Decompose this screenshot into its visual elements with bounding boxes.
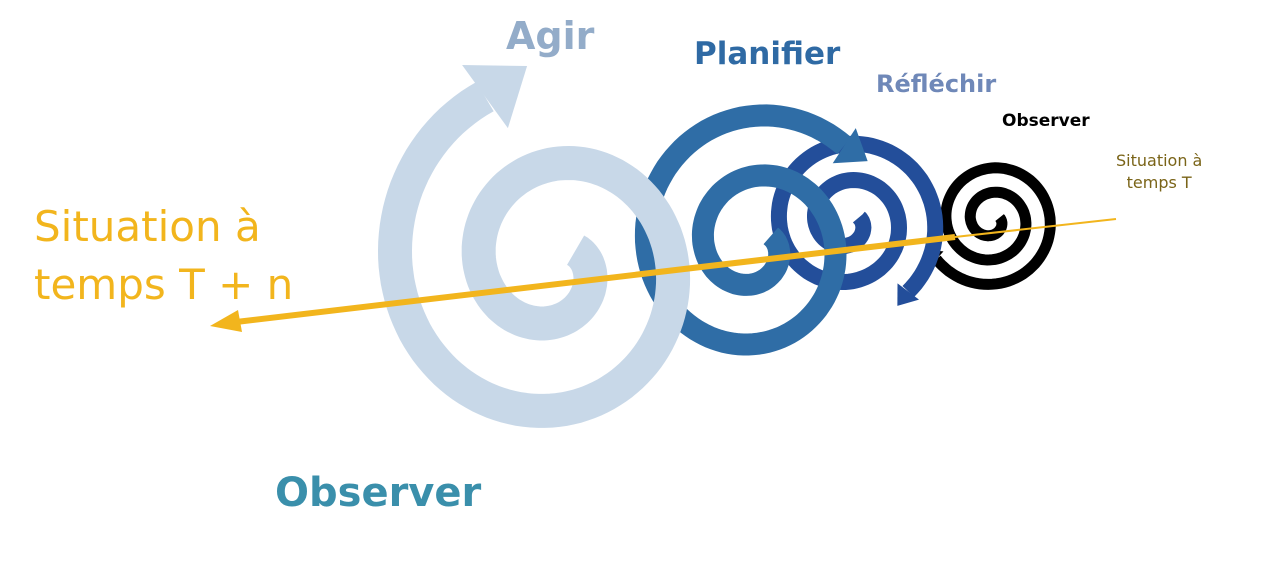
time-axis-arrowhead (210, 310, 242, 332)
label-observer-small: Observer (1002, 111, 1090, 131)
time-axis-thin (954, 218, 1117, 238)
label-planifier: Planifier (694, 36, 841, 72)
time-axis-thick (235, 234, 956, 325)
label-situation-t-line2: temps T (1126, 173, 1192, 192)
spiral-agir-arrowhead (462, 65, 528, 129)
spiral-planifier-arrowhead (832, 128, 868, 164)
label-situation-t-line1: Situation à (1116, 151, 1203, 170)
spiral-observer (932, 162, 1056, 290)
label-situation-tn-line2: temps T + n (34, 260, 294, 309)
label-agir: Agir (506, 14, 595, 58)
spiral-reflechir (770, 135, 944, 298)
spiral-agir (377, 81, 691, 428)
label-observer-big: Observer (275, 470, 482, 516)
label-situation-tn-line1: Situation à (34, 202, 261, 251)
spiral-reflechir-arrowhead (897, 283, 920, 306)
label-reflechir: Réfléchir (876, 70, 997, 98)
label-situation-t: Situation à temps T (1116, 150, 1202, 194)
label-situation-t-plus-n: Situation à temps T + n (34, 198, 293, 314)
spirals-group (377, 65, 1056, 428)
time-axis (210, 218, 1117, 332)
